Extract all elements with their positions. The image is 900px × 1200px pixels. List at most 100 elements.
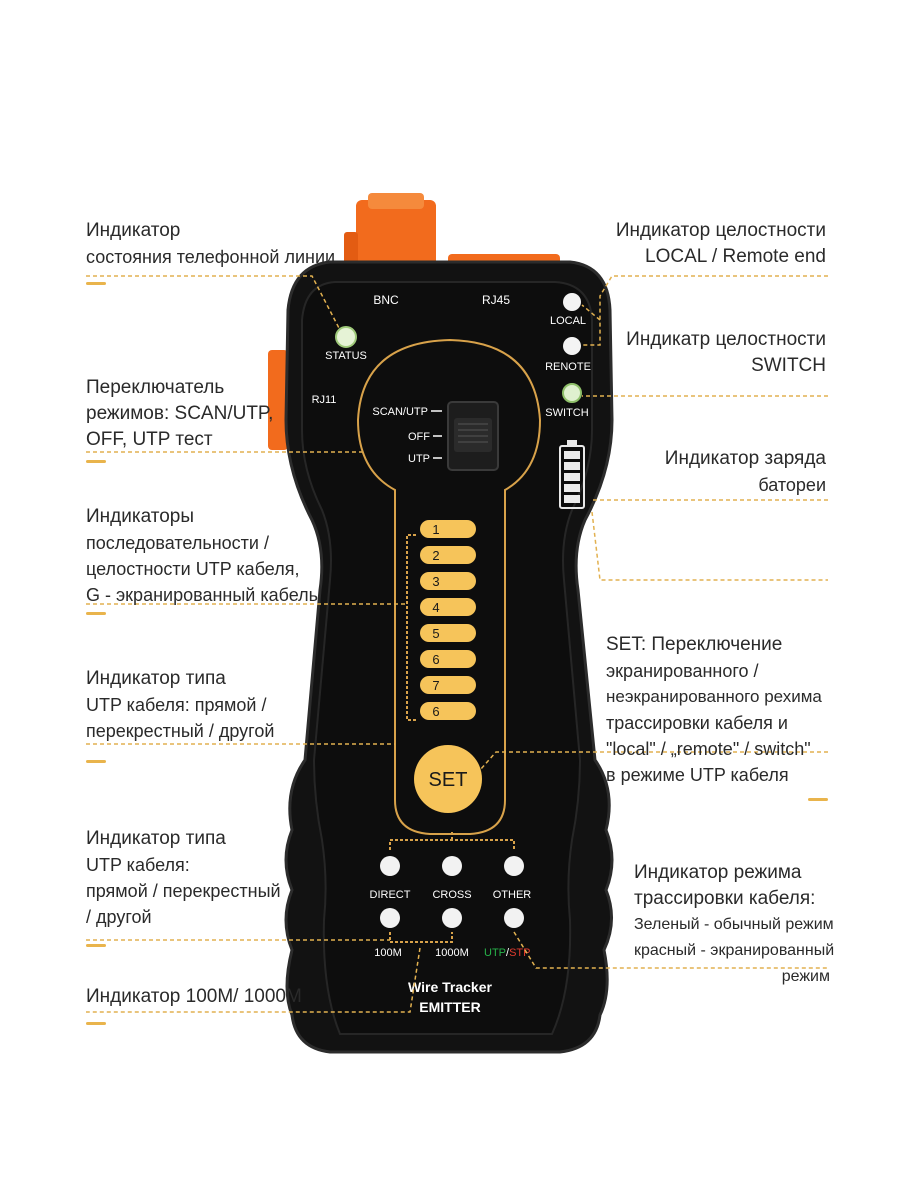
annotation-integrity-local-line2: LOCAL / Remote end [645,246,826,267]
annotation-integrity-switch-line2: SWITCH [751,355,826,376]
direct-label: DIRECT [370,889,411,901]
annotation-mode-switch-line1: Переключатель [86,377,225,398]
annotation-sequence-line4: G - экранированный кабель [86,585,319,605]
annotation-mode-switch-line2: режимов: SCAN/UTP, [86,403,274,424]
pin-led [420,676,476,694]
annotation-trace-mode: Индикатор режима трассировки кабеля: Зел… [634,860,834,990]
mode-switch-knob[interactable] [454,418,492,452]
set-button-label: SET [429,769,468,791]
bnc-label: BNC [373,293,399,307]
pin-led-label: 2 [432,548,439,563]
pin-led [420,650,476,668]
pin-led-label: 6 [432,704,439,719]
bnc-connector [344,193,436,272]
panel-outline [356,338,542,835]
annotation-mode-switch: Переключатель режимов: SCAN/UTP, OFF, UT… [86,375,273,453]
rj11-connector [268,350,288,450]
annotation-cable-type-2: Индикатор типа UTP кабеля: прямой / пере… [86,826,281,930]
annotation-battery: Индикатор заряда батореи [665,446,826,498]
annotation-trace-mode-line1: Индикатор режима [634,862,802,883]
annotation-integrity-switch-line1: Индикатр целостности [626,329,826,350]
set-button[interactable] [414,745,482,813]
pin-bracket [406,534,416,721]
speed-1000-led [442,908,462,928]
pin-led-label: 3 [432,574,439,589]
annotation-cable-type-1-line2: UTP кабеля: прямой / [86,695,267,715]
device-subtitle: EMITTER [419,999,480,1015]
pin-led [420,572,476,590]
annotation-marker [86,1022,106,1025]
annotation-marker [808,798,828,801]
pin-led-label: 1 [432,522,439,537]
annotation-marker [86,612,106,615]
annotation-trace-mode-line5: режим [781,968,830,985]
annotation-speed-line1: Индикатор 100M/ 1000M [86,986,302,1007]
local-label: LOCAL [550,315,586,327]
annotation-marker [86,282,106,285]
pin-led [420,702,476,720]
utp-stp-slash: / [506,947,510,959]
annotation-cable-type-2-line1: Индикатор типа [86,828,226,849]
annotation-cable-type-1: Индикатор типа UTP кабеля: прямой / пере… [86,666,274,744]
annotation-speed: Индикатор 100M/ 1000M [86,984,302,1010]
cross-label: CROSS [432,889,471,901]
pin-led-label: 7 [432,678,439,693]
rj45-label: RJ45 [482,293,510,307]
pin-led-label: 5 [432,626,439,641]
annotation-cable-type-1-line3: перекрестный / другой [86,721,275,741]
pin-led [420,546,476,564]
status-led [335,326,357,348]
remote-label: RENOTE [545,361,591,373]
annotation-phone-line-text: состояния телефонной линии [86,247,336,267]
speed-bracket [389,932,453,943]
annotation-cable-type-1-line1: Индикатор типа [86,668,226,689]
utp-switch-label: UTP [408,453,430,465]
battery-indicator [559,440,585,509]
annotation-set-line6: в режиме UTP кабеля [606,765,789,785]
other-led [504,856,524,876]
switch-label: SWITCH [545,407,588,419]
annotation-marker [86,460,106,463]
pin-led-label: 6 [432,652,439,667]
cross-led [442,856,462,876]
leader-lines [86,275,828,1013]
utp-stp-led [504,908,524,928]
annotation-set-line3: неэкранированного рехима [606,687,822,706]
direct-led [380,856,400,876]
annotation-set-line5: "local" / „remote" / switch" [606,739,811,759]
annotation-mode-switch-line3: OFF, UTP тест [86,429,213,450]
status-label: STATUS [325,350,367,362]
annotation-set-line1: SET: Переключение [606,634,783,655]
pin-led [420,520,476,538]
annotation-integrity-switch: Индикатр целостности SWITCH [626,327,826,379]
pin-led-group: 1 2 3 4 5 6 7 6 [420,520,476,720]
speed-100-label: 100M [374,947,402,959]
annotation-cable-type-2-line2: UTP кабеля: [86,855,190,875]
pin-led-label: 4 [432,600,439,615]
annotation-integrity-local: Индикатор целостности LOCAL / Remote end [616,218,826,270]
annotation-trace-mode-line3: Зеленый - обычный режим [634,916,834,933]
annotation-sequence-line2: последовательности / [86,533,269,553]
annotation-trace-mode-line4: красный - экранированный [634,942,835,959]
annotation-cable-type-2-line4: / другой [86,907,152,927]
cable-type-bracket [389,832,515,850]
annotation-integrity-local-line1: Индикатор целостности [615,220,826,241]
annotation-battery-line2: батореи [758,475,826,495]
speed-100-led [380,908,400,928]
annotation-set-line2: экранированного / [606,661,759,681]
rj11-label: RJ11 [312,394,337,406]
switch-led [562,383,582,403]
pin-led [420,624,476,642]
annotation-marker [86,944,106,947]
utp-stp-label: UTP/STP [484,947,530,959]
annotation-phone-line-title: Индикатор [86,220,181,241]
off-label: OFF [408,431,430,443]
other-label: OTHER [493,889,532,901]
annotation-cable-type-2-line3: прямой / перекрестный [86,881,281,901]
speed-1000-label: 1000M [435,947,469,959]
annotation-trace-mode-line2: трассировки кабеля: [634,888,816,909]
annotation-set: SET: Переключение экранированного / неэк… [606,632,822,788]
annotation-battery-line1: Индикатор заряда [664,448,826,469]
remote-led [563,337,581,355]
